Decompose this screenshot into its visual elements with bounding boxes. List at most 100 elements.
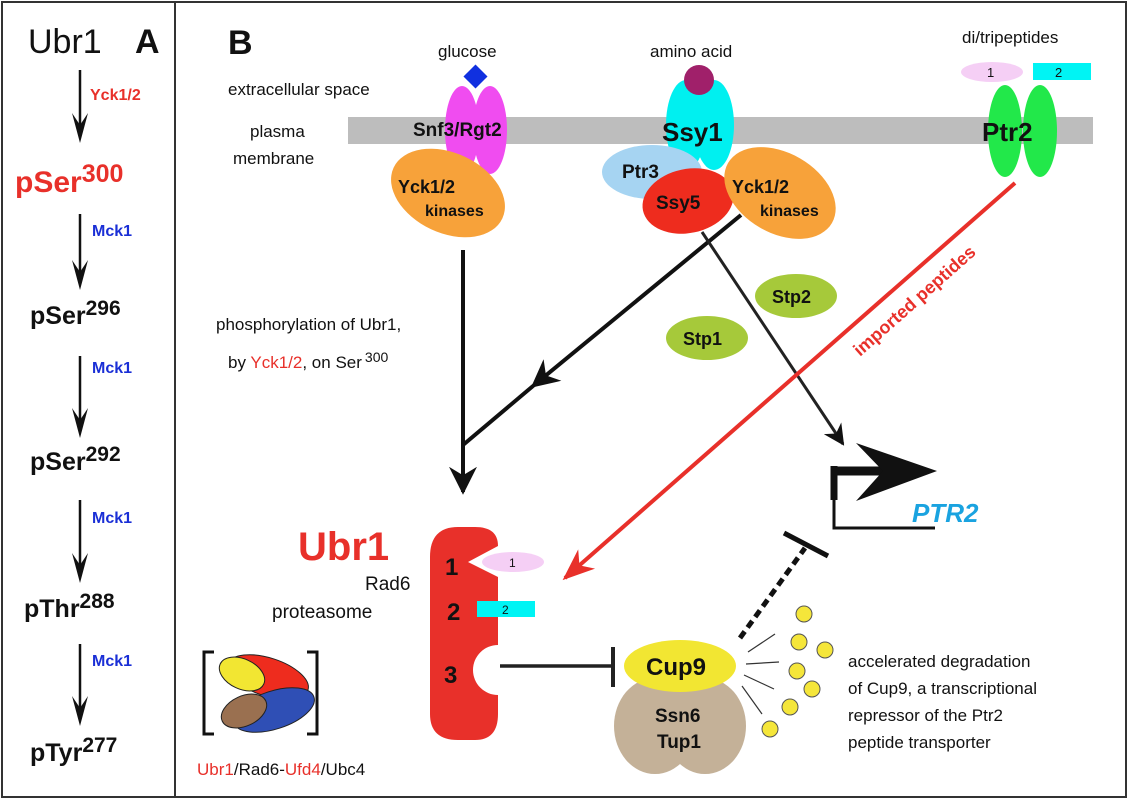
ubr1-label: Ubr1 [298, 525, 389, 569]
yck-left-label-1: Yck1/2 [398, 177, 455, 197]
yck-kinase-right [724, 147, 836, 239]
membrane-label-1: plasma [250, 122, 305, 141]
peptide-2-label: 2 [1055, 65, 1062, 80]
degradation-line: of Cup9, a transcriptional [848, 679, 1037, 698]
cup9 [624, 640, 736, 692]
kinase-label: Mck1 [92, 360, 132, 377]
peptide-fragment-dot [788, 662, 806, 680]
yck-right-label-1: Yck1/2 [732, 177, 789, 197]
glucose-label: glucose [438, 42, 497, 61]
proteasome-label: proteasome [272, 602, 372, 623]
membrane-label-2: membrane [233, 149, 314, 168]
degradation-line: accelerated degradation [848, 652, 1030, 671]
degradation-dots [761, 605, 834, 738]
snf3-lobe [473, 86, 507, 174]
ptr2-gene-label: PTR2 [912, 498, 979, 528]
imported-peptides-label: imported peptides [849, 242, 979, 360]
ssy5-label: Ssy5 [656, 193, 701, 214]
ssy1-lobe [666, 80, 706, 170]
kinase-label: Mck1 [92, 510, 132, 527]
site-label: pTyr277 [30, 734, 117, 767]
stp2 [755, 274, 837, 318]
ptr2-lobe [1023, 85, 1057, 177]
kinase-label: Mck1 [92, 223, 132, 240]
repression-bar [782, 530, 830, 559]
peptide-fragment-dot [795, 605, 813, 623]
complex-ubc4 [220, 693, 268, 729]
site-label: pThr288 [24, 590, 115, 623]
degradation-text: accelerated degradation of Cup9, a trans… [848, 652, 1037, 752]
bracket-right [307, 650, 319, 736]
dashed-repression-line [737, 546, 808, 640]
panel-a: Ubr1 A Yck1/2 pSer300 Mck1 pSer296 Mck1 … [15, 23, 160, 767]
peptide-fragment-dot [803, 680, 821, 698]
site-label: pSer300 [15, 160, 123, 199]
pathway-arrow-head-icon [72, 696, 88, 726]
pathway-arrow-head-icon [72, 553, 88, 583]
arrow-yck-right-to-junction [530, 213, 743, 388]
arrow-imported-peptides [562, 181, 1017, 581]
yck-left-label-2: kinases [425, 203, 484, 220]
site-3-label: 3 [444, 662, 457, 689]
bracket-left [202, 650, 214, 736]
amino-acid-icon [684, 65, 714, 95]
ptr2-gene-line [832, 500, 935, 530]
arrow-ssy5-to-ptr2 [700, 231, 845, 446]
rad6-label: Rad6 [365, 574, 410, 595]
stp2-label: Stp2 [772, 287, 811, 307]
panel-a-start: Ubr1 [28, 23, 102, 61]
site-label: pSer296 [30, 297, 121, 330]
bound-peptide-2-label: 2 [502, 603, 509, 617]
pathway-arrow-head-icon [72, 260, 88, 290]
tup1-label: Tup1 [657, 732, 701, 753]
site-label: pSer292 [30, 443, 121, 476]
phosphorylation-label-1: phosphorylation of Ubr1, [216, 315, 401, 334]
ubr1-shape [430, 527, 498, 740]
stp1-label: Stp1 [683, 329, 722, 349]
kinase-label: Yck1/2 [90, 87, 141, 104]
panel-a-label: A [135, 23, 160, 61]
ptr3-label: Ptr3 [622, 162, 659, 183]
amino-acid-label: amino acid [650, 42, 732, 61]
glucose-diamond-icon [463, 64, 488, 89]
promoter-arrow-icon [856, 443, 937, 501]
stp1 [666, 316, 748, 360]
degradation-lines [741, 633, 780, 715]
peptide-fragment-dot [761, 720, 779, 738]
yck-right-label-2: kinases [760, 203, 819, 220]
cup9-label: Cup9 [646, 654, 706, 681]
pathway-arrow-head-icon [72, 408, 88, 438]
degradation-line: repressor of the Ptr2 [848, 706, 1003, 725]
peptide-fragment-dot [816, 641, 834, 659]
bound-peptide-1 [482, 552, 544, 572]
peptide-1-oval [961, 62, 1023, 82]
peptide-fragment-dot [790, 633, 808, 651]
degradation-line: peptide transporter [848, 733, 991, 752]
ptr2-label: Ptr2 [982, 117, 1033, 147]
site-2-label: 2 [447, 599, 460, 626]
ptr2-lobe [988, 85, 1022, 177]
bound-peptide-1-label: 1 [509, 556, 516, 570]
kinase-label: Mck1 [92, 653, 132, 670]
dipeptides-label: di/tripeptides [962, 28, 1058, 47]
peptide-2-rect [1033, 63, 1091, 80]
bound-peptide-2 [477, 601, 535, 617]
snf3-lobe [445, 86, 479, 174]
yck-kinase-left [391, 148, 505, 238]
peptide-1-label: 1 [987, 65, 994, 80]
ssy1-label: Ssy1 [662, 117, 723, 147]
ssn6-label: Ssn6 [655, 706, 700, 727]
snf3-label: Snf3/Rgt2 [413, 120, 502, 141]
ssy1-lobe [694, 80, 734, 170]
junction-line [461, 384, 535, 447]
complex-rad6 [218, 656, 266, 692]
site-1-label: 1 [445, 554, 458, 581]
pathway-arrow-head-icon [72, 113, 88, 143]
peptide-fragment-dot [781, 698, 799, 716]
ssy5 [642, 168, 734, 234]
complex-label: Ubr1/Rad6-Ufd4/Ubc4 [197, 760, 365, 779]
panel-b: B extracellular space plasma membrane gl… [197, 24, 1093, 779]
